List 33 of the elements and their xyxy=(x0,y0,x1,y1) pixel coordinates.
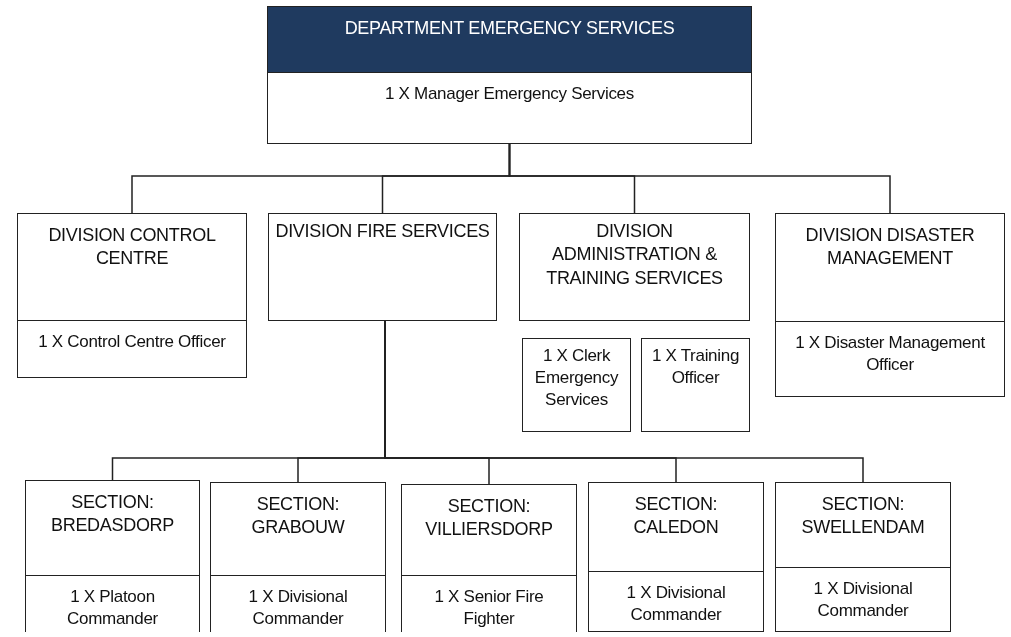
org-box xyxy=(641,338,750,432)
unit-title: SECTION: BREDASDORP xyxy=(50,491,175,538)
position-text: 1 X Clerk Emergency Services xyxy=(533,345,620,412)
org-box xyxy=(588,482,764,632)
unit-title: DIVISION FIRE SERVICES xyxy=(275,220,490,243)
position-text: 1 X Divisional Commander xyxy=(625,582,727,627)
unit-title: DIVISION CONTROL CENTRE xyxy=(47,224,217,271)
org-box xyxy=(519,213,750,321)
org-box xyxy=(268,213,497,321)
org-box xyxy=(401,484,577,632)
position-text: 1 X Control Centre Officer xyxy=(38,331,226,353)
connector-line xyxy=(508,143,891,214)
org-box xyxy=(267,6,752,144)
org-box xyxy=(17,213,247,378)
unit-title: DEPARTMENT EMERGENCY SERVICES xyxy=(344,17,675,40)
org-box xyxy=(775,482,951,632)
unit-title: DIVISION ADMINISTRATION & TRAINING SERVICES xyxy=(545,220,724,290)
position-text: 1 X Divisional Commander xyxy=(247,586,349,631)
position-text: 1 X Manager Emergency Services xyxy=(385,83,634,105)
unit-title: DIVISION DISASTER MANAGEMENT xyxy=(804,224,976,271)
unit-title: SECTION: GRABOUW xyxy=(250,493,346,540)
org-box xyxy=(25,480,200,632)
position-text: 1 X Training Officer xyxy=(650,345,741,390)
org-box xyxy=(522,338,631,432)
unit-title: SECTION: VILLIERSDORP xyxy=(424,495,554,542)
org-box xyxy=(775,213,1005,397)
org-box xyxy=(210,482,386,632)
position-text: 1 X Platoon Commander xyxy=(66,586,159,631)
position-text: 1 X Disaster Management Officer xyxy=(794,332,986,377)
unit-title: SECTION: SWELLENDAM xyxy=(800,493,926,540)
position-text: 1 X Divisional Commander xyxy=(812,578,914,623)
unit-title: SECTION: CALEDON xyxy=(632,493,720,540)
position-text: 1 X Senior Fire Fighter xyxy=(433,586,545,631)
